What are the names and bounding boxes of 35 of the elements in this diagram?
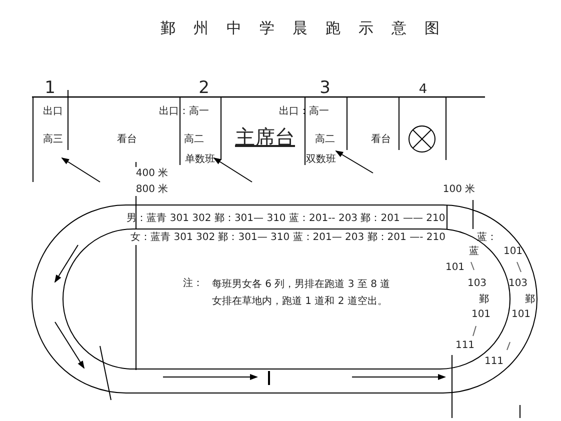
- lane-label: 鄞: [479, 294, 489, 306]
- class-label: 双数班: [306, 154, 336, 166]
- class-number: 111: [455, 340, 475, 352]
- exit-label: 出口：高一: [279, 106, 329, 118]
- grade-label: 高三: [43, 134, 63, 146]
- stand-label: 看台: [371, 134, 391, 146]
- grade-label: 高二: [315, 134, 335, 146]
- grade-label: 高二: [184, 134, 204, 146]
- exit-label: 出口: [43, 106, 63, 118]
- stand-number: 3: [320, 78, 330, 98]
- class-number: 101: [471, 309, 491, 321]
- lane-label: 蓝: [469, 246, 479, 258]
- lane-assignment-text: 女：蓝青 301 302 鄞：301— 310 蓝：201— 203 鄞：201 —- 210: [130, 232, 446, 244]
- exit-label: 出口：高一: [159, 106, 209, 118]
- rostrum-label: 主席台: [235, 125, 295, 149]
- lane-label: 鄞: [525, 294, 535, 306]
- class-number: 101: [503, 246, 523, 258]
- class-number: 101: [511, 309, 531, 321]
- class-number: 103: [467, 278, 487, 290]
- distance-label: 800 米: [136, 184, 168, 196]
- note-text: 每班男女各 6 列，男排在跑道 3 至 8 道女排在草地内，跑道 1 道和 2 道空出。: [212, 278, 392, 309]
- stand-number: 1: [44, 78, 56, 98]
- distance-label: 100 米: [442, 184, 476, 196]
- lane-label: 蓝：: [477, 232, 497, 244]
- class-number: 111: [484, 356, 504, 368]
- title: 鄞州中学晨跑示意图: [160, 19, 458, 37]
- stand-number: 2: [198, 78, 210, 98]
- class-number: 101: [445, 262, 465, 274]
- class-number: 103: [508, 278, 528, 290]
- lane-assignment-text: 男：蓝青 301 302 鄞：301— 310 蓝：201-- 203 鄞：201 —— 210: [126, 213, 446, 225]
- class-label: 单数班: [185, 154, 215, 166]
- stand-label: 看台: [117, 134, 137, 146]
- distance-label: 400 米: [136, 168, 168, 180]
- note-label: 注：: [183, 278, 203, 290]
- stand-number: 4: [418, 82, 428, 98]
